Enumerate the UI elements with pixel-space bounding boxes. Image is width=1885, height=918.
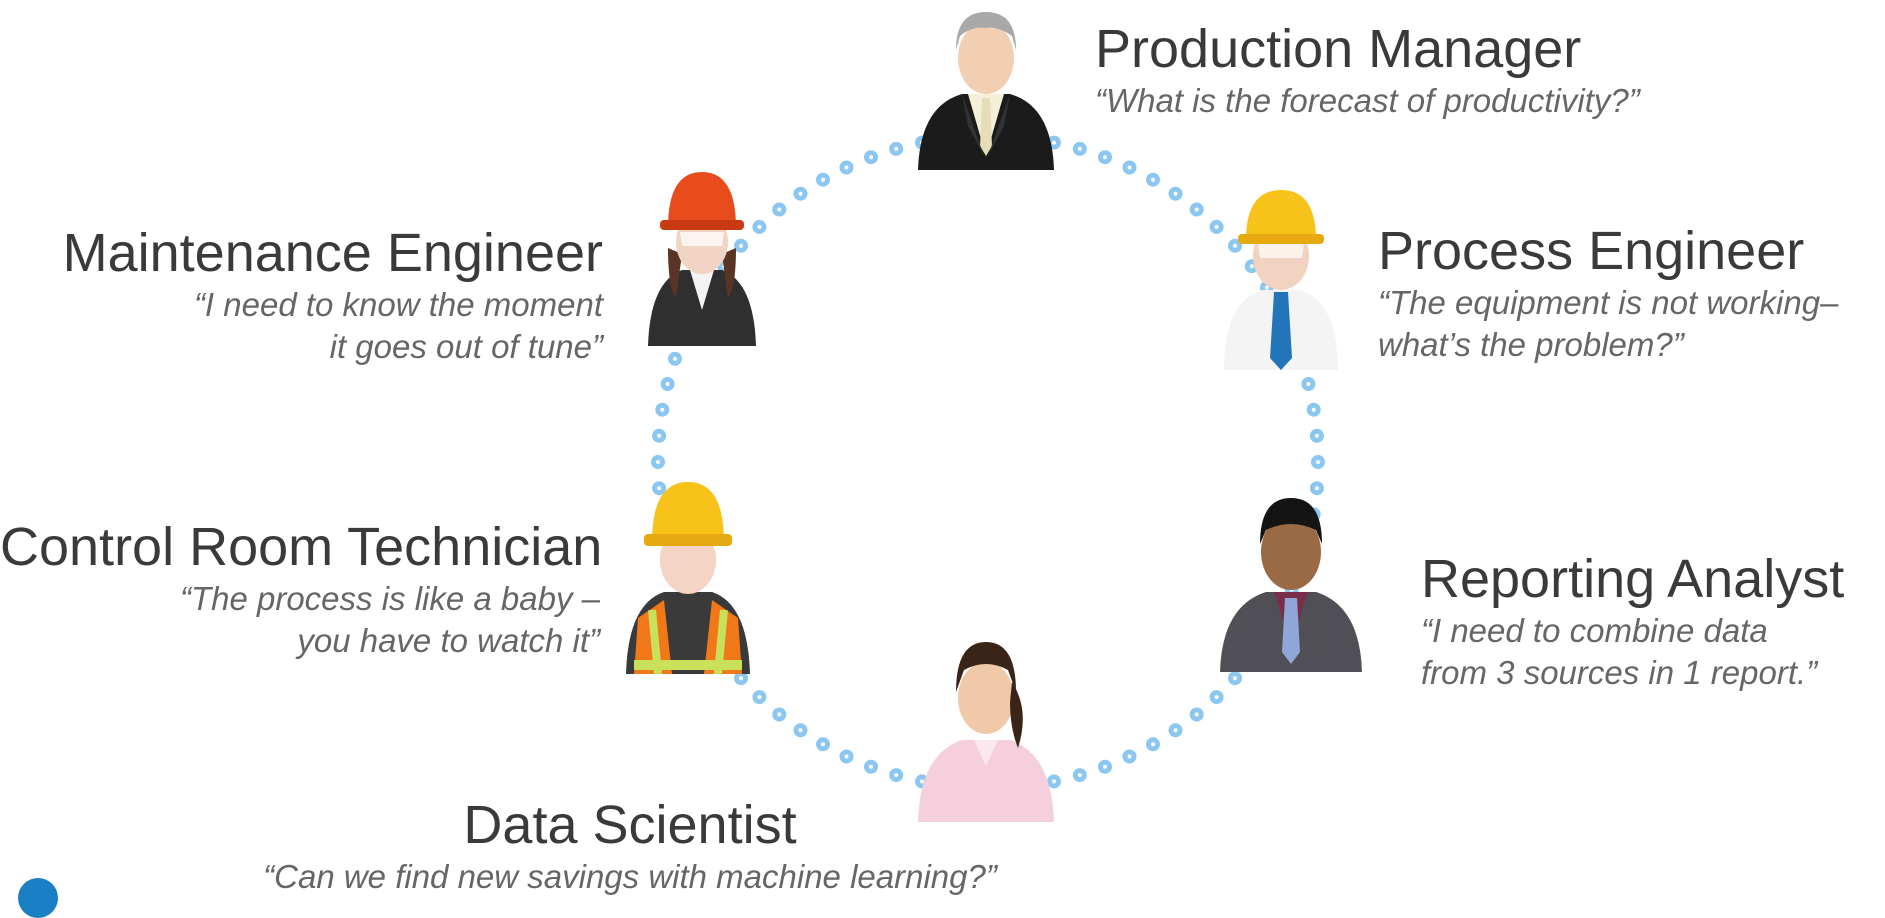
role-quote-line: “The equipment is not working– [1378,284,1839,321]
ring-dot [652,481,667,496]
analyst-avatar-icon [1220,498,1362,672]
role-quote-line: it goes out of tune” [329,327,603,365]
ring-dot [1306,402,1321,417]
ring-dot [793,723,808,738]
ring-dot [1301,377,1316,391]
ring-dot [772,707,787,722]
manager-avatar-icon [918,12,1054,170]
role-control-room-technician: Control Room Technician “The process is … [0,517,603,662]
role-quote-line: “I need to know the moment [193,286,603,323]
role-maintenance-engineer: Maintenance Engineer “I need to know the… [0,226,603,368]
ring-dot [660,377,675,391]
ring-dot [889,768,904,783]
ring-dot [1168,723,1183,738]
ring-dot [668,351,682,366]
ring-dot [1072,768,1087,783]
ring-dot [1122,749,1137,764]
logo-icon [18,878,58,918]
technician-vest-avatar-icon [626,482,750,675]
role-name: Process Engineer [1378,221,1805,281]
role-reporting-analyst: Reporting Analyst “I need to combine dat… [1421,552,1844,694]
role-quote-line: from 3 sources in 1 report.” [1421,653,1818,691]
ring-dot [651,455,665,469]
ring-dot [816,172,830,187]
role-quote: “What is the forecast of productivity?” [1095,82,1640,119]
maintenance-hardhat-avatar-icon [648,172,756,346]
ring-dot [1047,774,1061,789]
role-quote-line: “I need to combine data [1421,612,1768,649]
role-quote-line: what’s the problem?” [1378,325,1684,363]
ring-dot [1098,150,1112,165]
ring-dot [1209,690,1224,705]
ring-dot [652,428,667,443]
ring-dot [1228,671,1242,686]
ring-dot [1146,172,1160,187]
ring-dot [1209,219,1224,234]
role-name: Data Scientist [463,795,797,855]
ring-dot [1146,737,1160,752]
engineer-hardhat-avatar-icon [1224,190,1338,370]
ring-dot [1189,202,1204,217]
role-name: Production Manager [1095,19,1582,79]
role-name: Maintenance Engineer [62,223,603,283]
ring-dot [864,150,878,165]
ring-dot [1098,759,1112,774]
ring-dot [816,737,830,752]
ring-dot [1311,455,1325,469]
ring-dot [1072,141,1087,156]
ring-dot [889,141,904,156]
role-quote-line: you have to watch it” [297,621,600,659]
role-quote: “Can we find new savings with machine le… [263,858,997,895]
ring-dot [772,202,787,217]
roles-diagram: Production Manager “What is the forecast… [0,12,1844,918]
ring-dot [752,219,767,234]
role-name: Control Room Technician [0,517,603,577]
role-process-engineer: Process Engineer “The equipment is not w… [1378,224,1838,366]
ring-dot [839,749,854,764]
ring-dot [1309,481,1324,496]
ring-dot [655,402,670,417]
ring-dot [864,759,878,774]
ring-dot [1189,707,1204,722]
role-data-scientist: Data Scientist “Can we find new savings … [0,798,1260,898]
ring-dot [1309,428,1324,443]
ring-dot [734,238,748,253]
role-name: Reporting Analyst [1421,549,1845,609]
role-quote-line: “The process is like a baby – [179,580,600,617]
ring-dot [1168,186,1183,201]
role-production-manager: Production Manager “What is the forecast… [1095,22,1640,122]
ring-dot [793,186,808,201]
ring-dot [1122,160,1137,175]
scientist-avatar-icon [918,642,1054,822]
ring-dot [839,160,854,175]
ring-dot [1228,238,1242,253]
ring-dot [752,690,767,705]
